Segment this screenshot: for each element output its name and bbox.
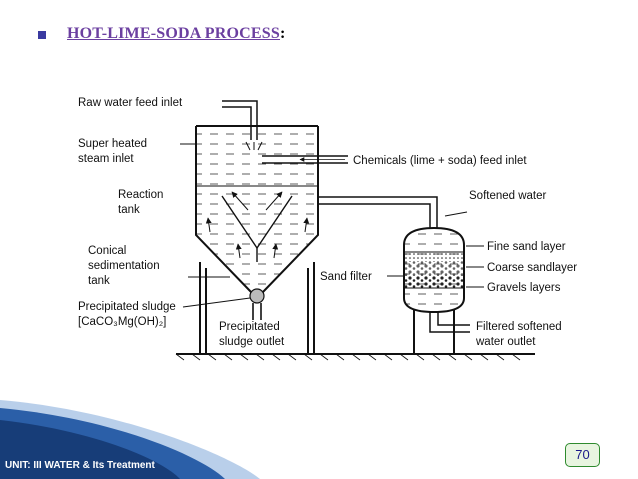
- label-raw-water-feed-inlet: Raw water feed inlet: [78, 97, 183, 109]
- reaction-tank: [195, 125, 319, 354]
- bullet-square-icon: [38, 31, 46, 39]
- label-filtered-softened: Filtered softened: [476, 321, 562, 333]
- label-pointers: [180, 143, 484, 308]
- footer-text: UNIT: III WATER & Its Treatment: [5, 460, 155, 471]
- label-gravels-layers: Gravels layers: [487, 282, 561, 294]
- label-water-outlet: water outlet: [475, 336, 536, 348]
- label-precipitated-sludge: Precipitated sludge: [78, 301, 176, 313]
- softened-water-pipe: [318, 196, 438, 228]
- label-sludge-outlet: sludge outlet: [219, 336, 285, 348]
- sand-filter: [403, 226, 470, 354]
- label-steam-inlet: steam inlet: [78, 153, 134, 165]
- label-reaction: Reaction: [118, 189, 163, 201]
- slide-title: HOT-LIME-SODA PROCESS:: [67, 25, 286, 42]
- label-coarse-sand-layer: Coarse sandlayer: [487, 262, 577, 274]
- label-sedimentation-tank: tank: [88, 275, 110, 287]
- label-fine-sand-layer: Fine sand layer: [487, 241, 566, 253]
- label-super-heated: Super heated: [78, 138, 147, 150]
- chemical-feed-pipe: [262, 155, 348, 164]
- raw-water-pipe: [222, 100, 263, 151]
- page-number: 70: [565, 443, 600, 467]
- label-sand-filter: Sand filter: [320, 271, 372, 283]
- label-sedimentation: sedimentation: [88, 260, 160, 272]
- footer-swoosh: [0, 400, 260, 479]
- label-chemicals-feed-inlet: Chemicals (lime + soda) feed inlet: [353, 155, 527, 167]
- label-conical: Conical: [88, 245, 126, 257]
- label-precipitated: Precipitated: [219, 321, 280, 333]
- label-softened-water: Softened water: [469, 190, 547, 202]
- label-tank: tank: [118, 204, 140, 216]
- ground: [175, 353, 535, 361]
- label-sludge-formula: [CaCO₃Mg(OH)₂]: [78, 316, 166, 328]
